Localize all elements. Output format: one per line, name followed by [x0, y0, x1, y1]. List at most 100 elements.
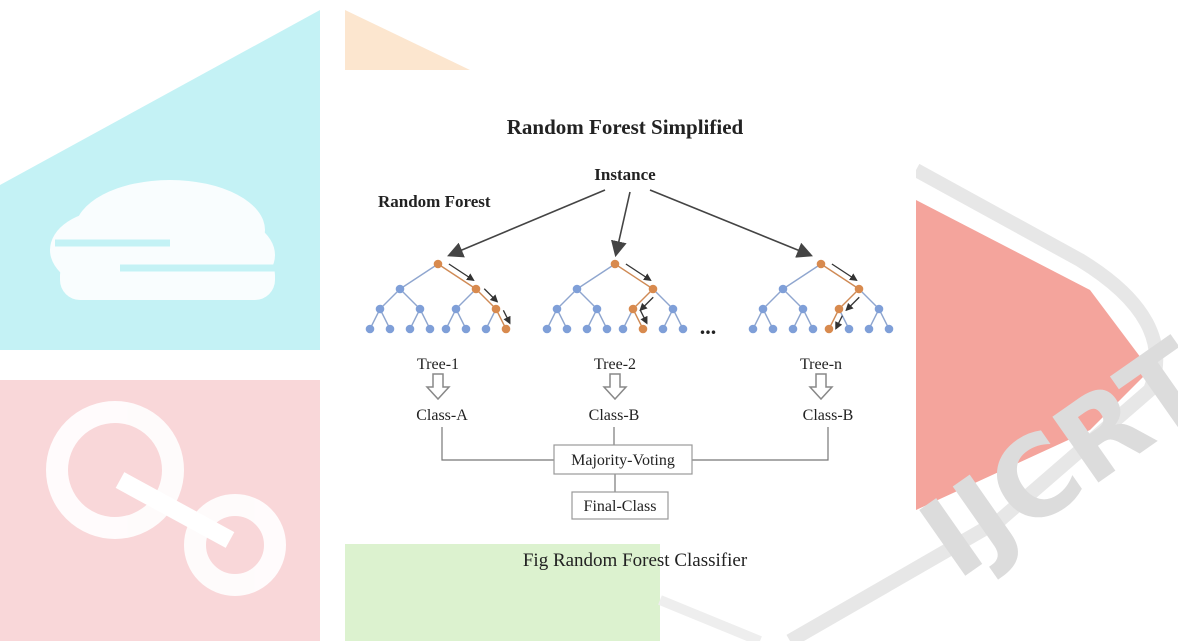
tree-node: [425, 324, 435, 334]
tree-node: [618, 324, 628, 334]
tree-node: [552, 304, 562, 314]
tree-edge: [455, 288, 477, 310]
tree-graph: [748, 259, 894, 334]
decision-path-arrow: [448, 263, 475, 281]
tree-node: [874, 304, 884, 314]
tree-node: [758, 304, 768, 314]
tree-edge: [632, 288, 654, 310]
tree-node-active: [834, 304, 844, 314]
trees-ellipsis: ...: [700, 314, 717, 339]
random-forest-diagram: Random Forest Simplified Instance Random…: [350, 72, 916, 544]
class-label: Class-B: [589, 407, 640, 424]
tree-node-active: [610, 259, 620, 269]
tree-node-active: [501, 324, 511, 334]
tree-node: [658, 324, 668, 334]
tree-edge: [762, 288, 784, 310]
tree-edge: [437, 263, 477, 290]
tree-node: [778, 284, 788, 294]
tree-graph: [365, 259, 511, 334]
tree-edge: [399, 263, 439, 290]
tree-node-active: [648, 284, 658, 294]
tree-node: [415, 304, 425, 314]
tree-node: [375, 304, 385, 314]
majority-voting-label: Majority-Voting: [571, 452, 675, 469]
tree-node-active: [824, 324, 834, 334]
tree-node: [884, 324, 894, 334]
tree-edge: [576, 263, 616, 290]
tree-edge: [614, 263, 654, 290]
tree-node: [441, 324, 451, 334]
figure-caption: Fig Random Forest Classifier: [522, 550, 748, 571]
class-label: Class-A: [416, 407, 468, 424]
majority-voting-box: [553, 444, 693, 475]
tree-node: [788, 324, 798, 334]
watermark-gray-outline: [786, 163, 1164, 641]
gear-icon: [46, 401, 286, 596]
tree-node-active: [638, 324, 648, 334]
tree-edge: [576, 288, 598, 310]
tree-node-active: [491, 304, 501, 314]
tree-node: [808, 324, 818, 334]
tree-edge: [556, 288, 578, 310]
tree-node: [461, 324, 471, 334]
tree-node-active: [628, 304, 638, 314]
voting-connectors: [441, 427, 829, 492]
tree-node: [405, 324, 415, 334]
tree-node: [385, 324, 395, 334]
tree-node-active: [471, 284, 481, 294]
tree-label: Tree-n: [800, 356, 842, 373]
watermark-salmon-shape: [916, 200, 1150, 510]
tree-node: [365, 324, 375, 334]
tree-edge: [652, 288, 674, 310]
tree-node: [798, 304, 808, 314]
random-forest-label: Random Forest: [378, 192, 491, 211]
tree-label: Tree-1: [417, 356, 459, 373]
decision-path-arrow: [483, 288, 499, 303]
tree-edge: [838, 288, 860, 310]
tree-edge: [820, 263, 860, 290]
tree-node: [678, 324, 688, 334]
watermark-green-shape: [345, 544, 660, 641]
down-arrow-icon: [425, 373, 834, 401]
tree-label: Tree-2: [594, 356, 636, 373]
tree-node: [542, 324, 552, 334]
watermark-peach-shape: [345, 10, 470, 70]
decision-path-arrow: [639, 296, 654, 312]
tree-node: [748, 324, 758, 334]
decision-path-arrow: [845, 296, 860, 312]
tree-edge: [858, 288, 880, 310]
final-class-label: Final-Class: [584, 498, 657, 515]
tree-edge: [782, 263, 822, 290]
tree-graph: [542, 259, 688, 334]
tree-node: [592, 304, 602, 314]
tree-node: [481, 324, 491, 334]
tree-node: [572, 284, 582, 294]
tree-edge: [379, 288, 401, 310]
tree-node-active: [433, 259, 443, 269]
tree-node: [844, 324, 854, 334]
tree-node: [582, 324, 592, 334]
decision-path-arrow: [625, 263, 652, 281]
tree-node: [395, 284, 405, 294]
instance-label: Instance: [594, 165, 656, 184]
final-class-box: [571, 491, 669, 520]
instance-arrows: [447, 189, 813, 258]
tree-node: [668, 304, 678, 314]
decision-path-arrow: [831, 263, 858, 281]
tree-node-active: [854, 284, 864, 294]
diagram-title: Random Forest Simplified: [507, 115, 744, 139]
tree-node: [562, 324, 572, 334]
tree-node: [602, 324, 612, 334]
decision-path-arrow: [639, 310, 648, 325]
tree-node: [864, 324, 874, 334]
tree-edge: [399, 288, 421, 310]
tree-node: [768, 324, 778, 334]
decision-path-arrow: [835, 315, 843, 330]
tree-node: [451, 304, 461, 314]
tree-edge: [475, 288, 497, 310]
class-label: Class-B: [803, 407, 854, 424]
decision-path-arrow: [502, 310, 511, 325]
tree-node-active: [816, 259, 826, 269]
tree-edge: [782, 288, 804, 310]
